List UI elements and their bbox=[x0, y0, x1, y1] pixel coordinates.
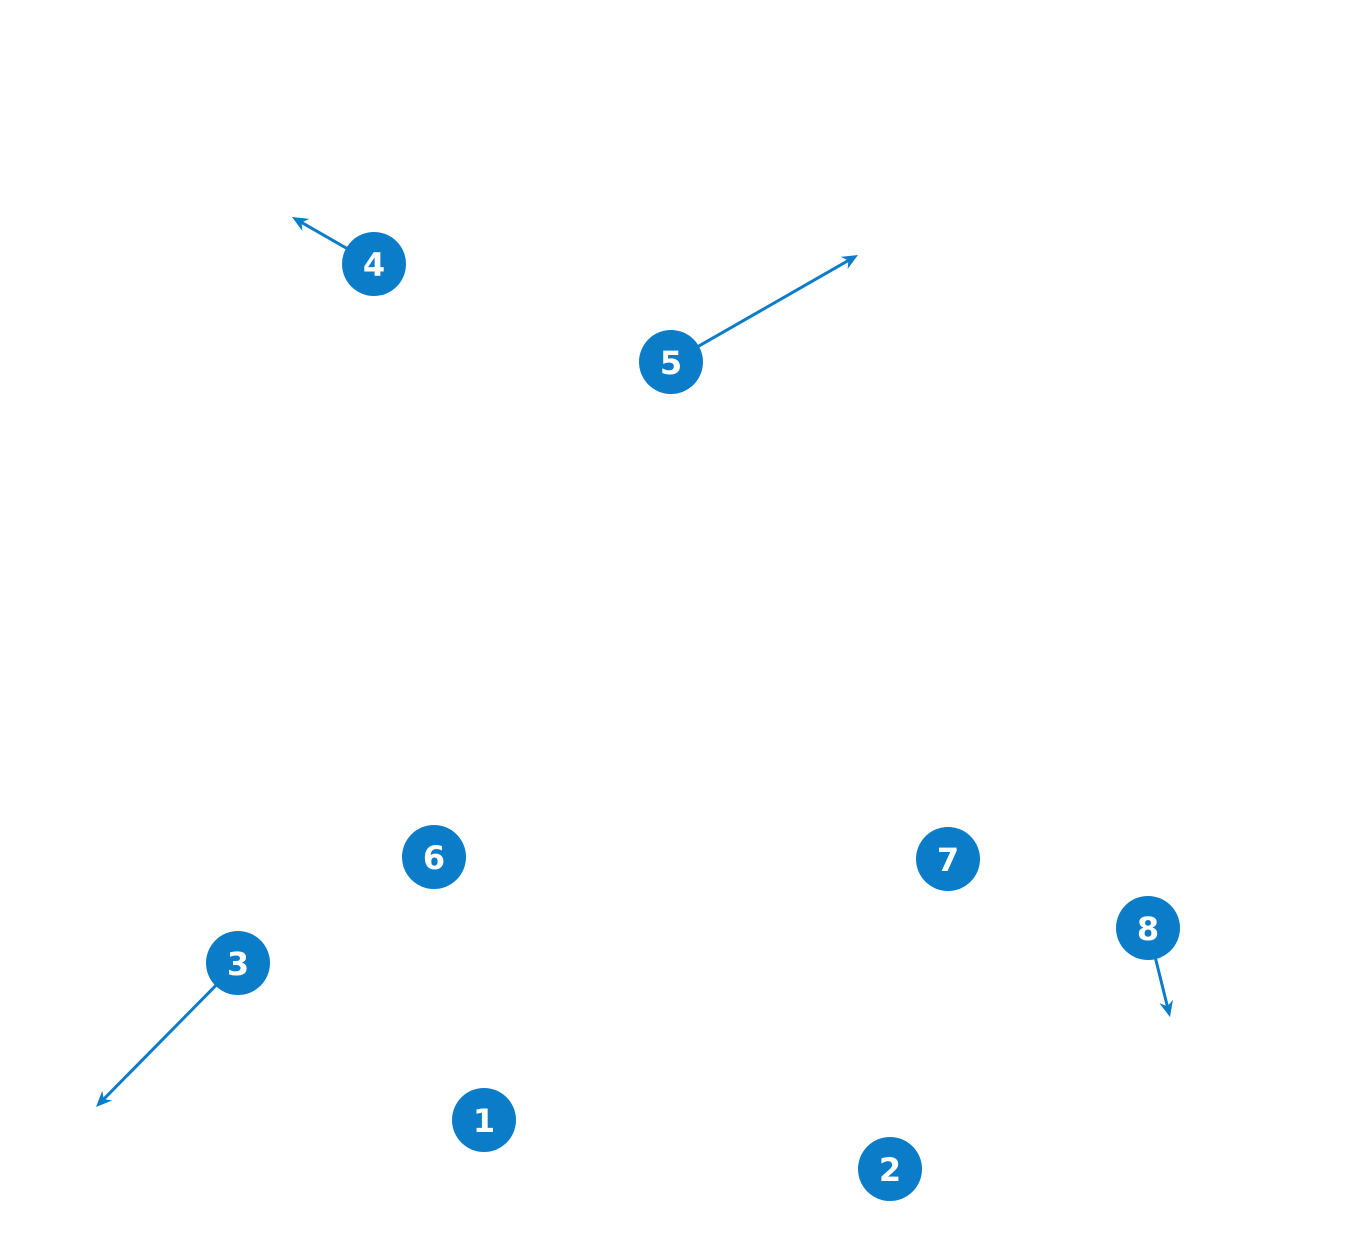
callout-2: 2 bbox=[858, 1137, 922, 1201]
callout-number: 1 bbox=[473, 1102, 495, 1140]
arrow-head-icon bbox=[292, 217, 310, 232]
callout-circle bbox=[452, 1088, 516, 1152]
arrow-head-icon bbox=[1159, 999, 1173, 1017]
arrow-line bbox=[300, 221, 348, 250]
callout-number: 2 bbox=[879, 1151, 901, 1189]
callout-4: 4 bbox=[292, 217, 406, 296]
callout-number: 3 bbox=[227, 945, 249, 983]
callout-3: 3 bbox=[96, 931, 270, 1107]
arrow-line bbox=[697, 259, 850, 348]
callout-circle bbox=[1116, 896, 1180, 960]
callout-number: 6 bbox=[423, 839, 445, 877]
arrow-head-icon bbox=[840, 255, 858, 270]
callout-6: 6 bbox=[402, 825, 466, 889]
arrow-head-icon bbox=[96, 1090, 113, 1107]
callout-circle bbox=[858, 1137, 922, 1201]
callouts-layer: 1 2 3 4 5 6 7 8 bbox=[96, 217, 1180, 1201]
callout-circle bbox=[206, 931, 270, 995]
callout-number: 8 bbox=[1137, 910, 1159, 948]
callout-number: 4 bbox=[363, 246, 385, 284]
arrow-line bbox=[102, 984, 218, 1100]
arrow-line bbox=[1154, 957, 1169, 1007]
callout-circle bbox=[342, 232, 406, 296]
callout-1: 1 bbox=[452, 1088, 516, 1152]
callout-circle bbox=[402, 825, 466, 889]
callout-number: 7 bbox=[937, 841, 959, 879]
callout-7: 7 bbox=[916, 827, 980, 891]
callout-number: 5 bbox=[660, 344, 682, 382]
callout-8: 8 bbox=[1116, 896, 1180, 1017]
callout-circle bbox=[639, 330, 703, 394]
callout-circle bbox=[916, 827, 980, 891]
callout-5: 5 bbox=[639, 255, 858, 394]
